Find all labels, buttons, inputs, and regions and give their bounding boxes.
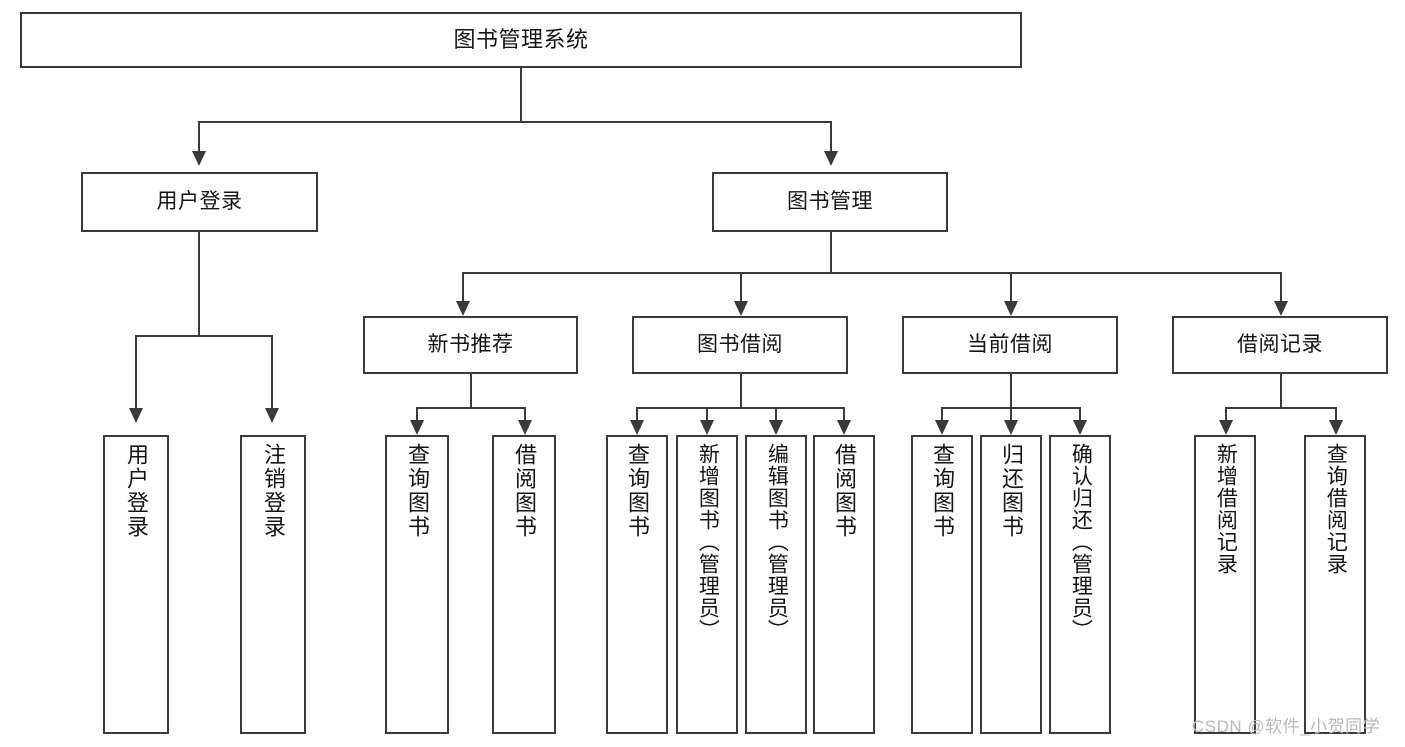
node-label: 确认归还（管理员） xyxy=(1069,443,1093,641)
node-label: 新增图书（管理员） xyxy=(696,443,720,641)
connector-borrow-records-drop-2 xyxy=(1335,407,1337,420)
node-label: 注销登录 xyxy=(260,443,286,539)
connector-current-borrow-drop-2 xyxy=(1010,407,1012,420)
connector-current-borrow-drop-3 xyxy=(1079,407,1081,420)
node-label: 新增借阅记录 xyxy=(1214,443,1238,575)
connector-new-book-drop-1 xyxy=(416,407,418,420)
connector-current-borrow-stem xyxy=(1010,374,1012,407)
node-user-login[interactable]: 用户登录 xyxy=(81,172,318,232)
connector-book-borrow-drop-1 xyxy=(636,407,638,420)
arrowhead-book-borrow-leaf-2 xyxy=(700,420,714,435)
arrowhead-current-borrow-leaf-3 xyxy=(1073,420,1087,435)
connector-book-mgmt-bus xyxy=(462,272,1280,274)
connector-book-borrow-stem xyxy=(740,374,742,407)
node-label: 图书管理系统 xyxy=(453,27,589,53)
connector-book-mgmt-stem xyxy=(830,232,832,272)
node-label: 借阅记录 xyxy=(1237,332,1323,356)
connector-root-bus xyxy=(198,121,832,123)
arrowhead-book-borrow-leaf-1 xyxy=(630,420,644,435)
node-label: 编辑图书（管理员） xyxy=(765,443,789,641)
leaf-user-login-logout[interactable]: 注销登录 xyxy=(240,435,306,734)
connector-book-borrow-drop-2 xyxy=(706,407,708,420)
connector-new-book-drop-2 xyxy=(524,407,526,420)
node-label: 查询借阅记录 xyxy=(1324,443,1348,575)
leaf-new-book-borrow-books[interactable]: 借阅图书 xyxy=(492,435,556,734)
arrowhead-borrow-records-leaf-2 xyxy=(1329,420,1343,435)
connector-book-mgmt-drop-3 xyxy=(1010,272,1012,301)
arrowhead-book-mgmt-child-2 xyxy=(734,301,748,316)
arrowhead-root-to-user-login xyxy=(192,151,206,166)
node-label: 用户登录 xyxy=(123,443,149,539)
connector-book-borrow-drop-3 xyxy=(775,407,777,420)
arrowhead-user-login-leaf-1 xyxy=(129,408,143,423)
connector-book-mgmt-drop-2 xyxy=(740,272,742,301)
node-label: 新书推荐 xyxy=(427,332,514,356)
connector-borrow-records-bus xyxy=(1225,407,1337,409)
node-label: 借阅图书 xyxy=(831,443,857,539)
node-label: 查询图书 xyxy=(624,443,650,539)
node-borrow-records[interactable]: 借阅记录 xyxy=(1172,316,1388,374)
node-current-borrow[interactable]: 当前借阅 xyxy=(902,316,1118,374)
arrowhead-new-book-leaf-2 xyxy=(518,420,532,435)
arrowhead-user-login-leaf-2 xyxy=(265,408,279,423)
arrowhead-book-mgmt-child-1 xyxy=(456,301,470,316)
arrowhead-book-borrow-leaf-3 xyxy=(769,420,783,435)
leaf-book-borrow-add-book-admin[interactable]: 新增图书（管理员） xyxy=(676,435,738,734)
node-book-borrow[interactable]: 图书借阅 xyxy=(632,316,848,374)
node-label: 查询图书 xyxy=(404,443,430,539)
node-label: 用户登录 xyxy=(156,189,243,213)
leaf-book-borrow-borrow-books[interactable]: 借阅图书 xyxy=(813,435,875,734)
connector-book-mgmt-drop-1 xyxy=(462,272,464,301)
node-label: 查询图书 xyxy=(929,443,955,539)
node-label: 借阅图书 xyxy=(511,443,537,539)
connector-root-stem xyxy=(520,68,522,121)
node-label: 归还图书 xyxy=(998,443,1024,539)
arrowhead-book-mgmt-child-3 xyxy=(1004,301,1018,316)
connector-borrow-records-stem xyxy=(1280,374,1282,407)
arrowhead-book-mgmt-child-4 xyxy=(1274,301,1288,316)
connector-book-borrow-bus xyxy=(636,407,845,409)
connector-new-book-stem xyxy=(470,374,472,407)
node-book-management[interactable]: 图书管理 xyxy=(712,172,948,232)
connector-current-borrow-drop-1 xyxy=(941,407,943,420)
leaf-book-borrow-edit-book-admin[interactable]: 编辑图书（管理员） xyxy=(745,435,807,734)
arrowhead-borrow-records-leaf-1 xyxy=(1219,420,1233,435)
connector-user-login-drop-2 xyxy=(271,335,273,408)
node-label: 当前借阅 xyxy=(967,332,1053,356)
connector-user-login-drop-1 xyxy=(135,335,137,408)
connector-book-mgmt-drop-4 xyxy=(1280,272,1282,301)
connector-user-login-bus xyxy=(135,335,271,337)
leaf-new-book-query-books[interactable]: 查询图书 xyxy=(385,435,449,734)
leaf-borrow-records-query-record[interactable]: 查询借阅记录 xyxy=(1304,435,1366,734)
connector-root-to-book-mgmt xyxy=(830,121,832,151)
connector-borrow-records-drop-1 xyxy=(1225,407,1227,420)
leaf-user-login-login[interactable]: 用户登录 xyxy=(103,435,169,734)
node-label: 图书借阅 xyxy=(697,332,783,356)
leaf-current-borrow-return-books[interactable]: 归还图书 xyxy=(980,435,1042,734)
node-new-book-recommend[interactable]: 新书推荐 xyxy=(363,316,578,374)
leaf-borrow-records-add-record[interactable]: 新增借阅记录 xyxy=(1194,435,1256,734)
arrowhead-current-borrow-leaf-1 xyxy=(935,420,949,435)
arrowhead-book-borrow-leaf-4 xyxy=(837,420,851,435)
leaf-book-borrow-query-books[interactable]: 查询图书 xyxy=(606,435,668,734)
connector-root-to-user-login xyxy=(198,121,200,151)
connector-book-borrow-drop-4 xyxy=(843,407,845,420)
node-label: 图书管理 xyxy=(787,189,873,213)
leaf-current-borrow-query-books[interactable]: 查询图书 xyxy=(911,435,973,734)
node-root-system[interactable]: 图书管理系统 xyxy=(20,12,1022,68)
leaf-current-borrow-confirm-return-admin[interactable]: 确认归还（管理员） xyxy=(1049,435,1111,734)
arrowhead-root-to-book-mgmt xyxy=(824,151,838,166)
arrowhead-new-book-leaf-1 xyxy=(410,420,424,435)
arrowhead-current-borrow-leaf-2 xyxy=(1004,420,1018,435)
connector-user-login-stem xyxy=(198,232,200,335)
connector-new-book-bus xyxy=(416,407,526,409)
